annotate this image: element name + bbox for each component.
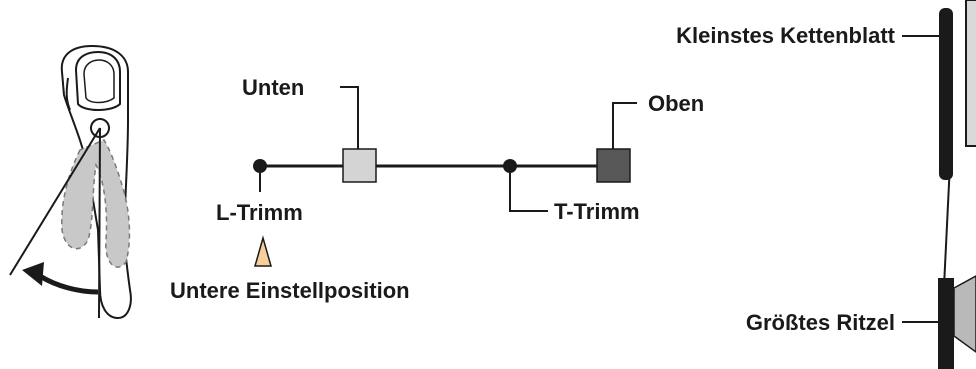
oben-label: Oben xyxy=(648,91,704,116)
l-trimm-point xyxy=(253,159,267,173)
curved-arrow-icon xyxy=(22,262,99,295)
kleinstes-kettenblatt-label: Kleinstes Kettenblatt xyxy=(676,23,895,48)
unten-position-box xyxy=(342,148,377,183)
sprocket-icon xyxy=(938,275,976,369)
oben-leader xyxy=(612,102,637,149)
t-trimm-point xyxy=(503,159,517,173)
unten-leader xyxy=(340,86,359,149)
unten-label: Unten xyxy=(242,75,304,100)
shift-lever-icon xyxy=(9,44,132,320)
l-trimm-label: L-Trimm xyxy=(216,200,303,225)
t-trimm-leader xyxy=(509,173,548,212)
oben-position-box xyxy=(596,148,631,183)
chainring-icon xyxy=(939,0,976,180)
pointer-arrow-icon xyxy=(254,235,272,267)
untere-einstellposition-label: Untere Einstellposition xyxy=(170,278,410,303)
groesstes-ritzel-label: Größtes Ritzel xyxy=(746,310,895,335)
trim-scale xyxy=(253,148,631,183)
t-trimm-label: T-Trimm xyxy=(554,199,640,224)
